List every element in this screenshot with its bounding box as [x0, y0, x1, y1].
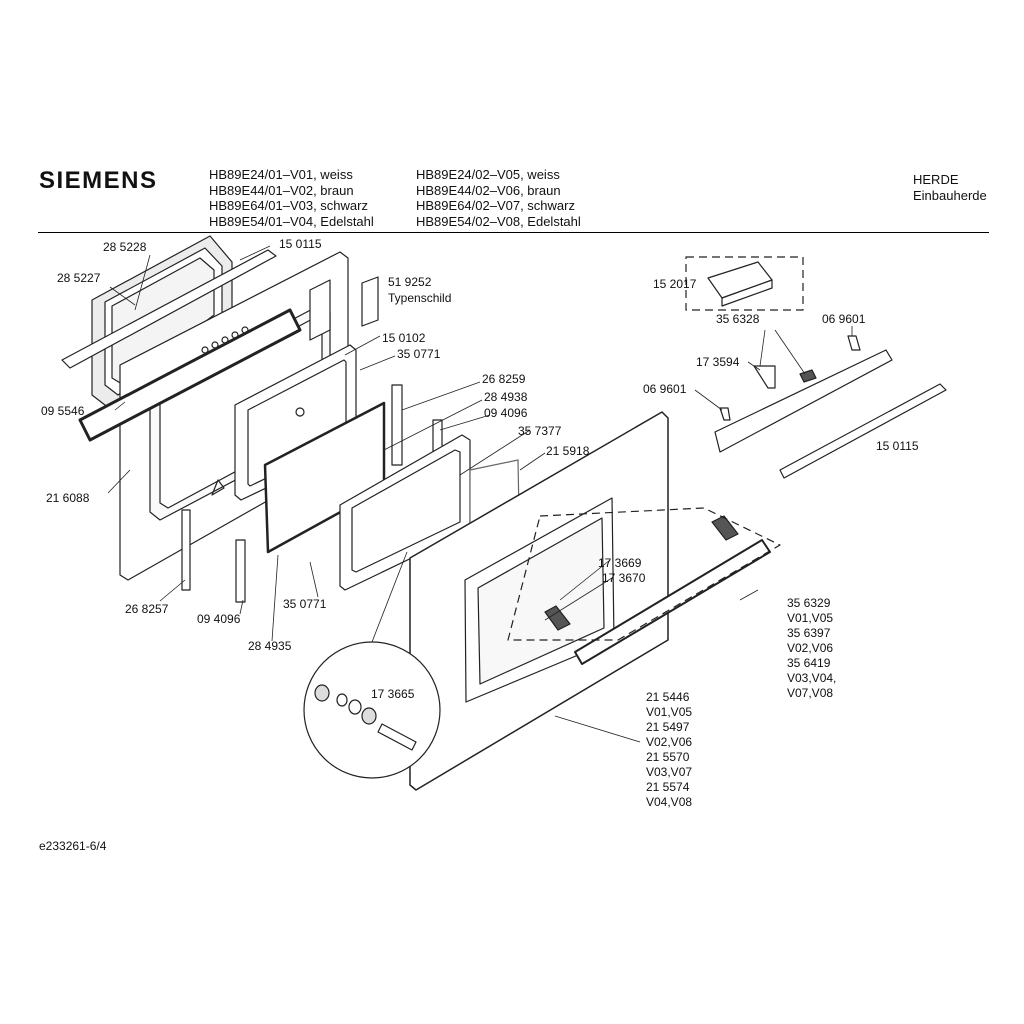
variant-line: V01,V05	[646, 705, 693, 719]
part-label: 15 0115	[279, 237, 322, 251]
part-label: 06 9601	[643, 382, 687, 396]
model-list-right: HB89E24/02–V05, weiss HB89E44/02–V06, br…	[416, 167, 581, 229]
variant-line: V03,V07	[646, 765, 693, 779]
door-handle	[507, 507, 781, 665]
part-label: 06 9601	[822, 312, 866, 326]
model-line: HB89E44/01–V02, braun	[209, 182, 354, 198]
variant-line: V04,V08	[646, 795, 693, 809]
model-line: HB89E44/02–V06, braun	[416, 182, 561, 198]
variant-line: 35 6329	[787, 596, 831, 610]
variant-line: V07,V08	[787, 686, 834, 700]
header-divider	[38, 232, 989, 233]
category: HERDE Einbauherde	[913, 172, 987, 203]
variant-line: 21 5497	[646, 720, 690, 734]
part-label: 28 5228	[103, 240, 147, 254]
part-label: 09 4096	[484, 406, 528, 420]
part-label: 28 4935	[248, 639, 292, 653]
variant-line: 21 5446	[646, 690, 690, 704]
part-label: 09 4096	[197, 612, 241, 626]
variant-line: V03,V04,	[787, 671, 837, 685]
handle-variant-list: 35 6329 V01,V05 35 6397 V02,V06 35 6419 …	[787, 596, 836, 701]
variant-line: 21 5574	[646, 780, 690, 794]
black-seal-strip	[78, 308, 302, 442]
part-label: 15 0115	[876, 439, 919, 453]
part-label: 28 5227	[57, 271, 101, 285]
siemens-logo: SIEMENS	[39, 167, 158, 194]
part-label: 28 4938	[484, 390, 528, 404]
category-title: HERDE	[913, 172, 959, 187]
variant-line: V01,V05	[787, 611, 834, 625]
type-plate	[361, 276, 379, 327]
part-label: 15 0102	[382, 331, 426, 345]
model-line: HB89E54/01–V04, Edelstahl	[209, 213, 374, 229]
model-list-left: HB89E24/01–V01, weiss HB89E44/01–V02, br…	[209, 167, 374, 229]
part-label: 21 6088	[46, 491, 90, 505]
part-label: 21 5918	[546, 444, 590, 458]
variant-line: 35 6397	[787, 626, 831, 640]
part-label: 35 7377	[518, 424, 562, 438]
variant-line: 35 6419	[787, 656, 831, 670]
part-label: 09 5546	[41, 404, 85, 418]
part-label: 35 6328	[716, 312, 760, 326]
part-label: 26 8259	[482, 372, 526, 386]
part-label: 15 2017	[653, 277, 697, 291]
screw-detail	[303, 551, 441, 779]
variant-line: V02,V06	[646, 735, 693, 749]
part-label: 35 0771	[397, 347, 441, 361]
door-variant-list: 21 5446 V01,V05 21 5497 V02,V06 21 5570 …	[646, 690, 692, 810]
model-line: HB89E24/01–V01, weiss	[209, 167, 353, 182]
part-label: 51 9252	[388, 275, 432, 289]
part-label: 17 3594	[696, 355, 740, 369]
variant-line: 21 5570	[646, 750, 690, 764]
leader-lines	[107, 245, 853, 743]
variant-line: V02,V06	[787, 641, 834, 655]
document-id: e233261-6/4	[39, 839, 107, 853]
part-label: Typenschild	[388, 291, 452, 305]
category-subtitle: Einbauherde	[913, 187, 987, 203]
part-label: 17 3665	[371, 687, 415, 701]
part-label: 17 3669	[598, 556, 642, 570]
model-line: HB89E64/01–V03, schwarz	[209, 198, 368, 213]
model-line: HB89E24/02–V05, weiss	[416, 167, 560, 182]
part-label: 35 0771	[283, 597, 327, 611]
part-label: 17 3670	[602, 571, 646, 585]
door-strip	[61, 249, 277, 369]
model-line: HB89E54/02–V08, Edelstahl	[416, 213, 581, 229]
model-line: HB89E64/02–V07, schwarz	[416, 198, 575, 213]
part-label: 26 8257	[125, 602, 169, 616]
